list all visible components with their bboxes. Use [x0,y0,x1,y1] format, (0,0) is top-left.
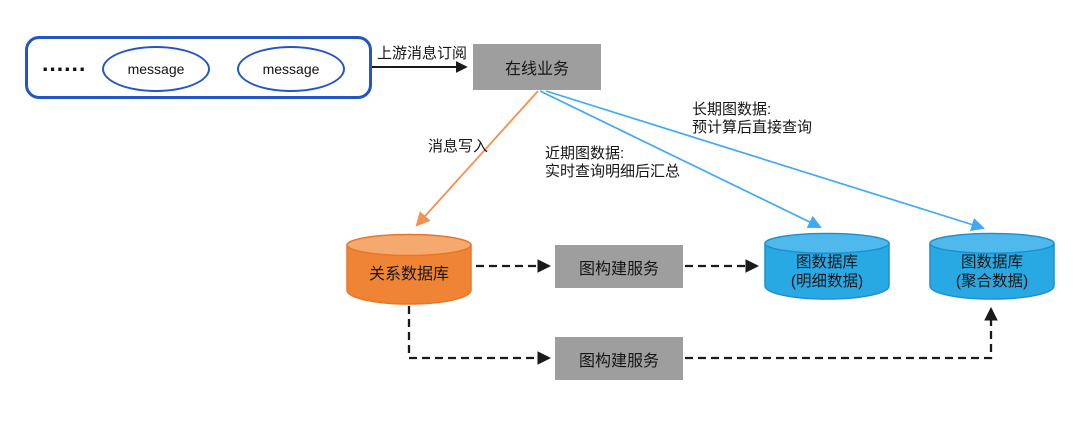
label-recent-line2: 实时查询明细后汇总 [545,163,681,180]
label-recent-graph-data: 近期图数据: 实时查询明细后汇总 [545,145,680,181]
node-relational-db-label: 关系数据库 [368,265,449,283]
node-graph-db-detail: 图数据库 (明细数据) [763,232,891,300]
node-graph-build-service-bottom: 图构建服务 [555,337,683,380]
cylinder-shape-blue [764,232,890,300]
cylinder-shape-orange [346,233,472,305]
label-longterm-line2: 预计算后直接查询 [692,119,813,136]
message-node: message [237,46,345,92]
message-node: message [102,46,210,92]
queue-ellipsis: ...... [42,50,87,76]
graph-db-aggregate-line1: 图数据库 [960,254,1023,271]
dashed-service-bottom-to-graphdb [685,306,998,360]
graph-db-detail-line2: (明细数据) [790,273,864,290]
graph-db-aggregate-line2: (聚合数据) [955,273,1029,290]
dashed-db-to-service-bottom [407,306,552,365]
node-graph-db-aggregate: 图数据库 (聚合数据) [928,232,1056,300]
label-longterm-line1: 长期图数据: [692,101,772,118]
node-online-service: 在线业务 [473,44,601,90]
label-longterm-graph-data: 长期图数据: 预计算后直接查询 [692,101,812,137]
label-upstream-subscribe: 上游消息订阅 [377,45,468,62]
arrow-message-write [415,90,539,227]
message-queue-box: ...... message message [25,36,372,99]
graph-db-detail-line1: 图数据库 [795,254,858,271]
message-node-label: message [262,61,320,77]
label-message-write: 消息写入 [428,138,489,155]
node-graph-db-aggregate-label: 图数据库 (聚合数据) [928,232,1056,300]
node-relational-db: 关系数据库 [345,233,473,305]
label-recent-line1: 近期图数据: [545,145,625,162]
node-graph-build-service-top: 图构建服务 [555,245,683,288]
message-node-label: message [127,61,185,77]
cylinder-shape-blue [929,232,1055,300]
node-graph-db-detail-label: 图数据库 (明细数据) [763,232,891,300]
